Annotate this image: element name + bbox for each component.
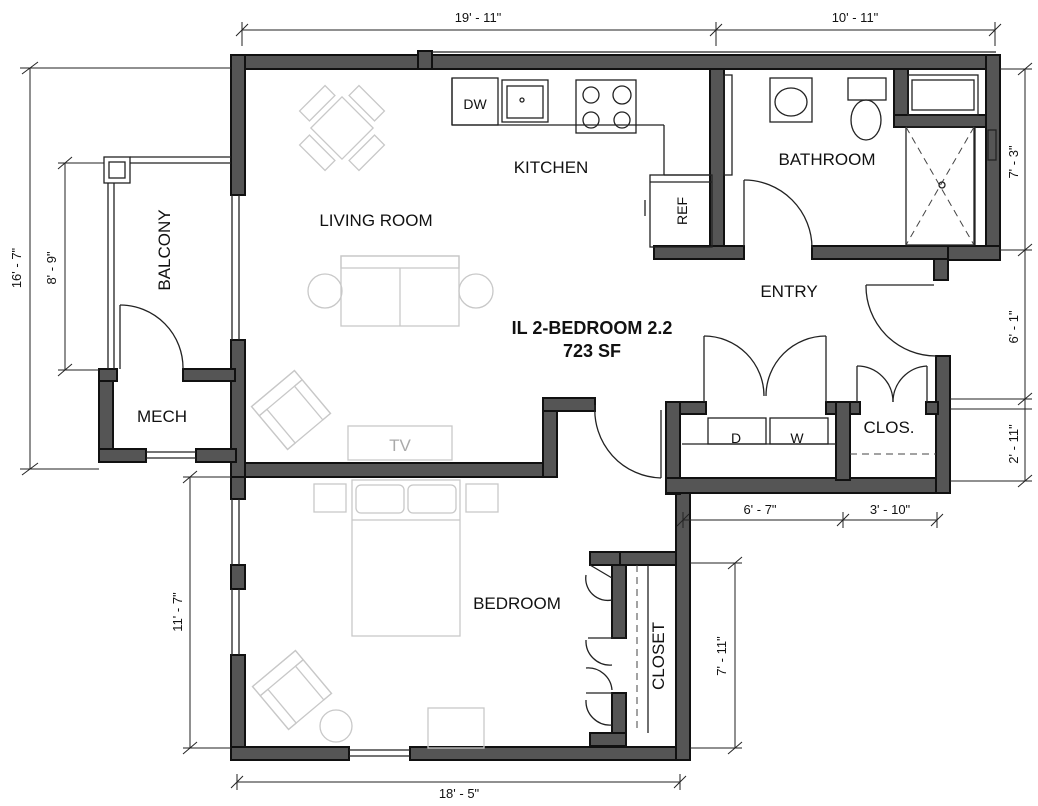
tv-label: TV xyxy=(389,436,411,455)
plan-area: 723 SF xyxy=(563,341,621,361)
dim-clos-width: 3' - 10" xyxy=(870,502,911,517)
dimension-lines xyxy=(20,22,1033,790)
kitchen-label: KITCHEN xyxy=(514,158,589,177)
dim-top-left: 19' - 11" xyxy=(455,10,502,25)
dim-right-clos: 2' - 11" xyxy=(1006,424,1021,464)
closet-small-label: CLOS. xyxy=(863,418,914,437)
dim-right-entry: 6' - 1" xyxy=(1006,310,1021,343)
doors xyxy=(585,179,937,726)
bedroom-label: BEDROOM xyxy=(473,594,561,613)
washer-label: W xyxy=(790,430,804,446)
dryer-label: D xyxy=(731,430,741,446)
living-furniture xyxy=(250,84,494,461)
dishwasher-label: DW xyxy=(463,96,487,112)
dim-balcony-height: 8' - 9" xyxy=(44,251,59,284)
bedroom-furniture xyxy=(251,479,649,749)
mech-label: MECH xyxy=(137,407,187,426)
entry-label: ENTRY xyxy=(760,282,817,301)
dim-right-bath: 7' - 3" xyxy=(1006,145,1021,178)
bathroom-label: BATHROOM xyxy=(779,150,876,169)
dim-laundry-width: 6' - 7" xyxy=(743,502,776,517)
refrigerator-label: REF xyxy=(674,197,690,225)
balcony xyxy=(103,156,231,370)
plan-title: IL 2-BEDROOM 2.2 xyxy=(512,318,673,338)
living-room-label: LIVING ROOM xyxy=(319,211,432,230)
dim-bedroom-height: 11' - 7" xyxy=(170,592,185,632)
dim-bottom: 18' - 5" xyxy=(439,786,480,801)
walls xyxy=(98,50,1001,761)
dim-closet-height: 7' - 11" xyxy=(714,636,729,676)
balcony-label: BALCONY xyxy=(155,209,174,290)
closet-label: CLOSET xyxy=(649,622,668,690)
dim-top-right: 10' - 11" xyxy=(832,10,879,25)
bathroom-fixtures xyxy=(723,74,997,246)
dim-left-overall: 16' - 7" xyxy=(9,247,24,288)
windows xyxy=(146,51,996,757)
laundry xyxy=(682,417,936,455)
kitchen-fixtures xyxy=(451,77,713,248)
